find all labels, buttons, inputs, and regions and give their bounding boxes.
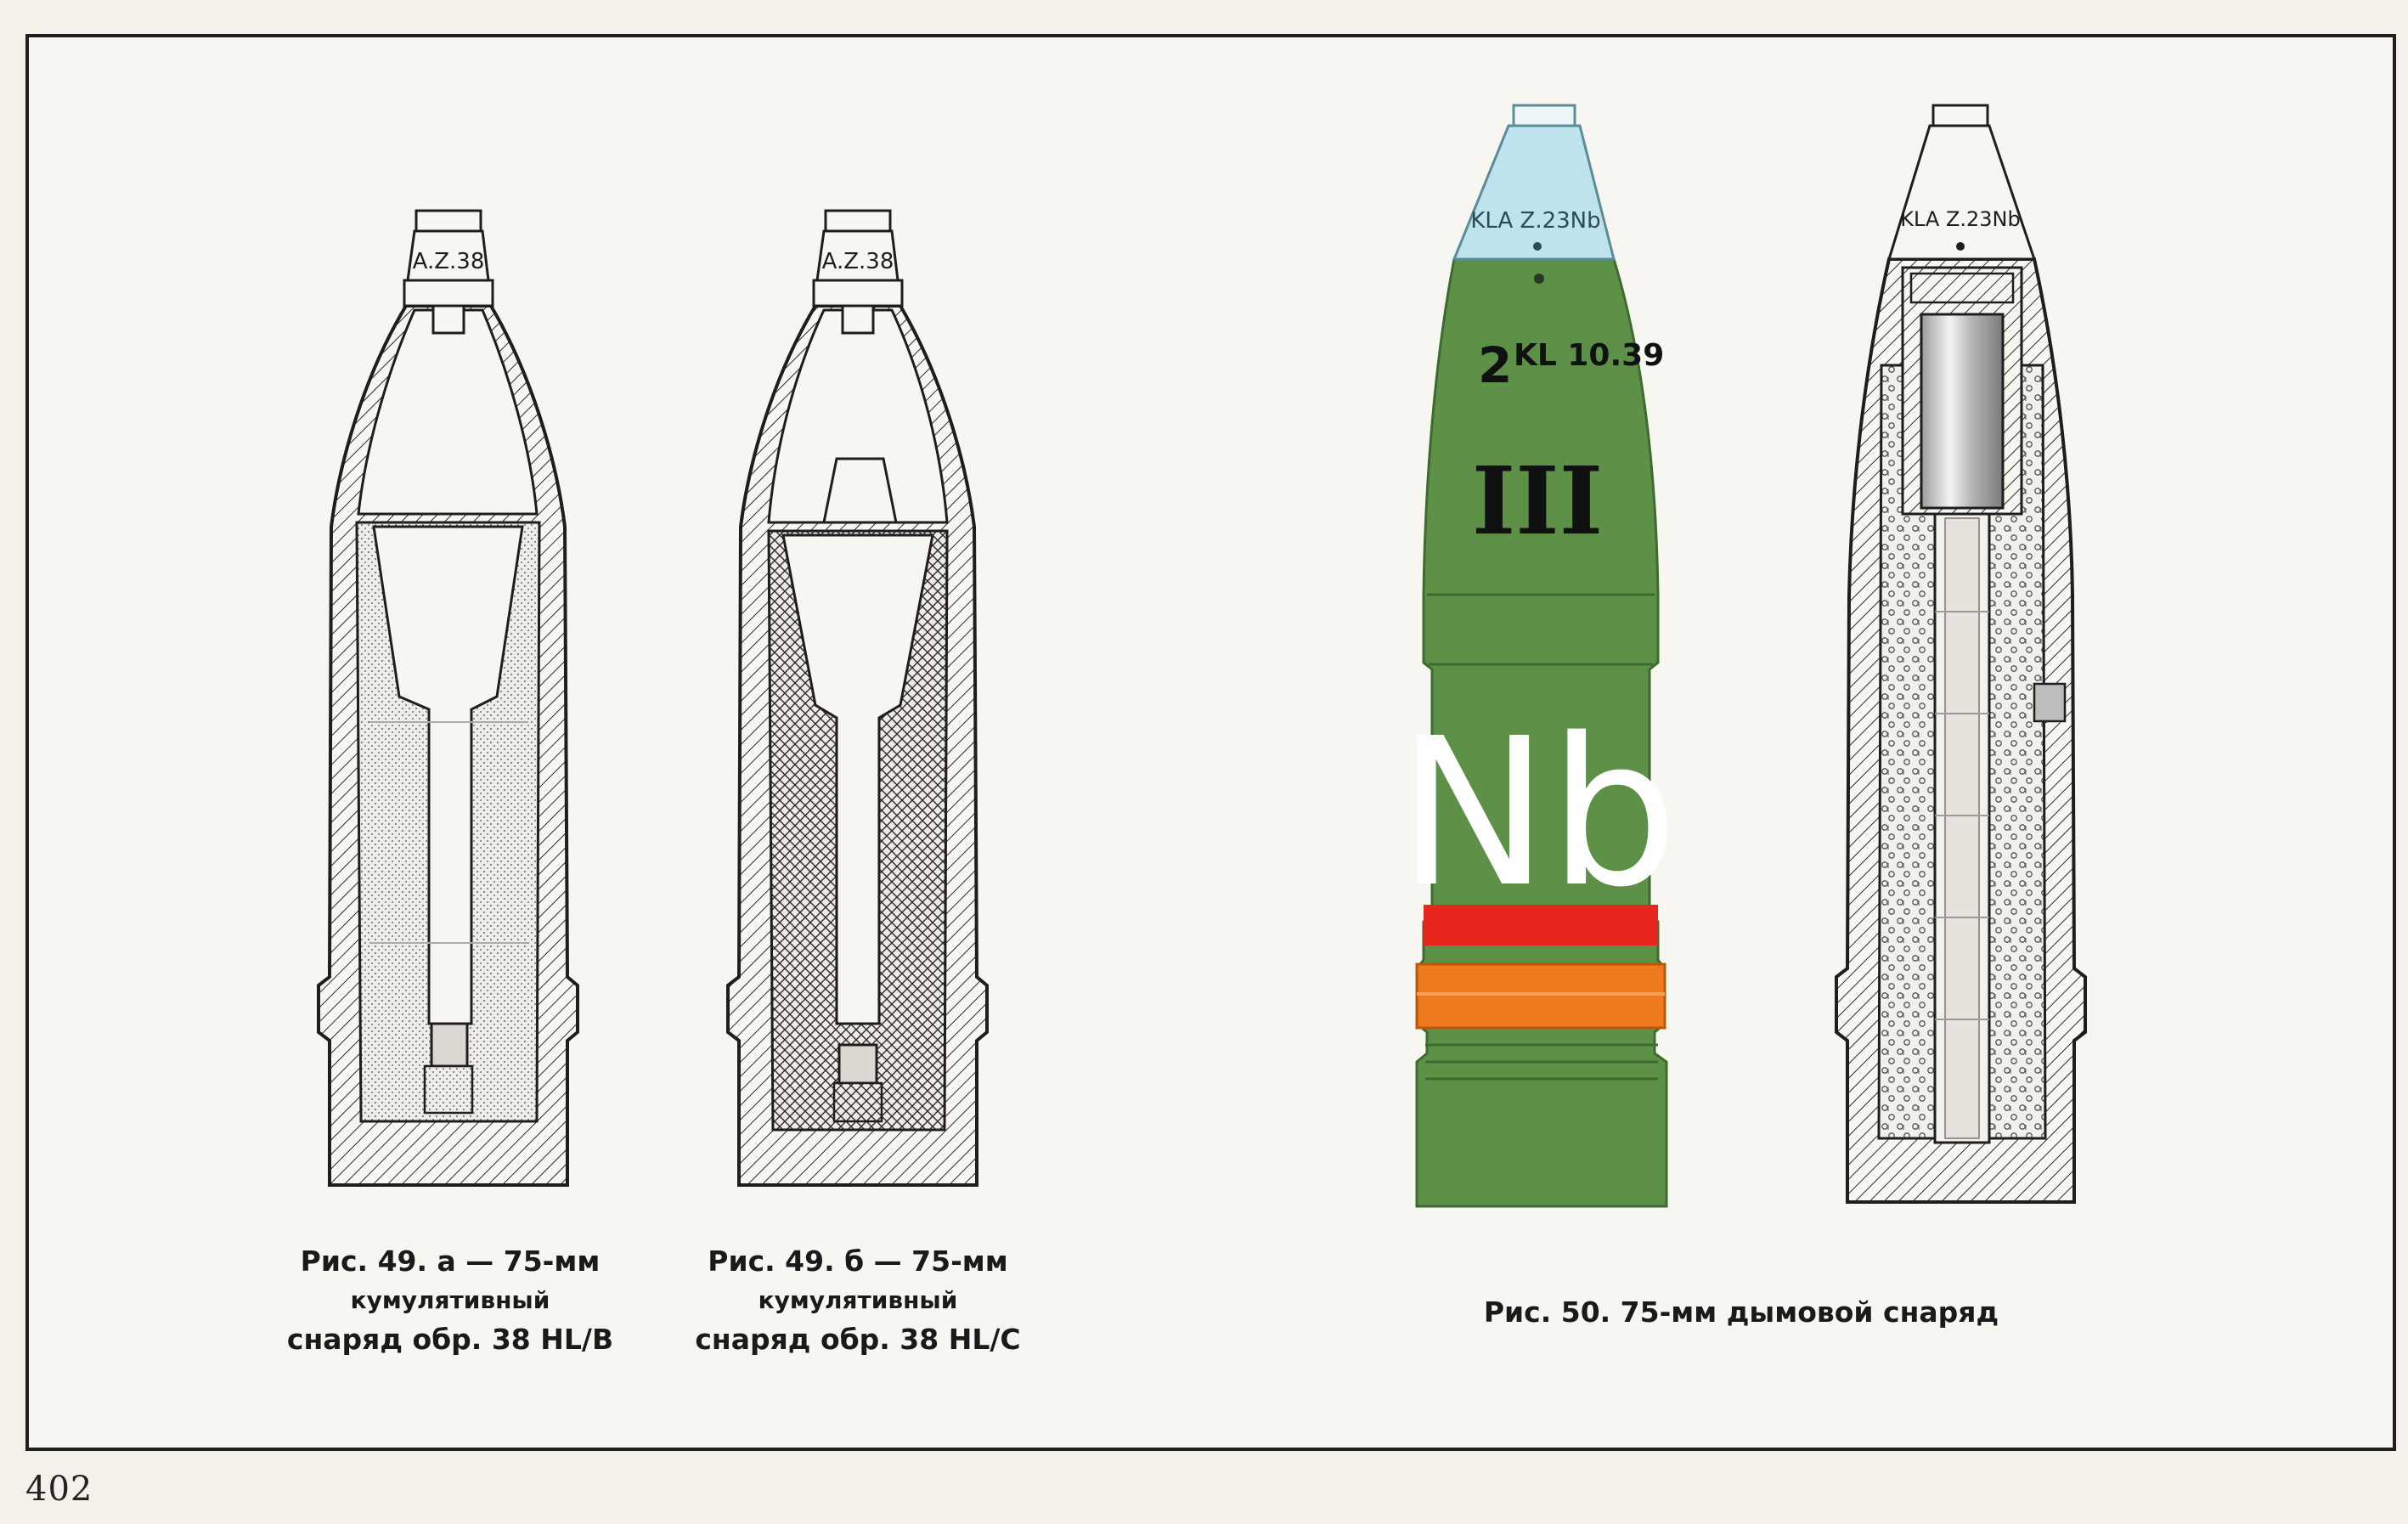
caption-line: снаряд обр. 38 HL/C xyxy=(695,1323,1021,1356)
shaped-charge-liner xyxy=(372,525,524,1025)
caption-line: Рис. 49. а — 75-мм xyxy=(300,1245,601,1278)
side-plug xyxy=(2033,682,2067,723)
driving-band xyxy=(1415,962,1666,1030)
nose-fuze xyxy=(1886,124,2037,261)
shaped-charge-liner xyxy=(781,533,934,1025)
body-marking-type: Nb xyxy=(1396,694,1678,932)
smoke-shell-exterior: KLA Z.23Nb 2 KL 10.39 III Nb xyxy=(1396,104,1678,1208)
shell-heat-hl-c-drawing: A.Z.38 xyxy=(726,209,989,1187)
caption-line: снаряд обр. 38 HL/B xyxy=(286,1323,614,1356)
caption-line: Рис. 50. 75-мм дымовой снаряд xyxy=(1483,1295,1999,1329)
shell-heat-hl-b-drawing: A.Z.38 xyxy=(317,209,579,1187)
tube-cap xyxy=(822,457,898,524)
body-marking-roman: III xyxy=(1472,446,1603,556)
caption-line: кумулятивный xyxy=(758,1286,958,1314)
page-number: 402 xyxy=(25,1470,93,1509)
fuze-marking: A.Z.38 xyxy=(822,249,894,274)
ogive-cavity xyxy=(357,308,539,516)
nose-fuze xyxy=(1452,124,1616,261)
body-marking-lot: KL 10.39 xyxy=(1514,338,1664,373)
body-marking-number: 2 xyxy=(1478,336,1512,394)
caption-fig50: Рис. 50. 75-мм дымовой снаряд xyxy=(1478,1293,2005,1332)
caption-fig49a: Рис. 49. а — 75-мм кумулятивный снаряд о… xyxy=(272,1242,629,1359)
smoke-shell-section: KLA Z.23Nb xyxy=(1835,104,2087,1204)
fuze-marking: KLA Z.23Nb xyxy=(1470,208,1600,234)
caption-line: Рис. 49. б — 75-мм xyxy=(708,1245,1008,1278)
fuze-marking: A.Z.38 xyxy=(413,249,485,274)
fuze-marking: KLA Z.23Nb xyxy=(1900,207,2021,231)
caption-line: кумулятивный xyxy=(350,1286,550,1314)
detonator xyxy=(837,1043,878,1085)
burster-charge xyxy=(1920,313,2005,510)
ogive-cavity xyxy=(767,308,949,524)
detonator xyxy=(430,1022,469,1068)
caption-fig49b: Рис. 49. б — 75-мм кумулятивный снаряд о… xyxy=(680,1242,1036,1359)
red-band xyxy=(1424,905,1658,945)
